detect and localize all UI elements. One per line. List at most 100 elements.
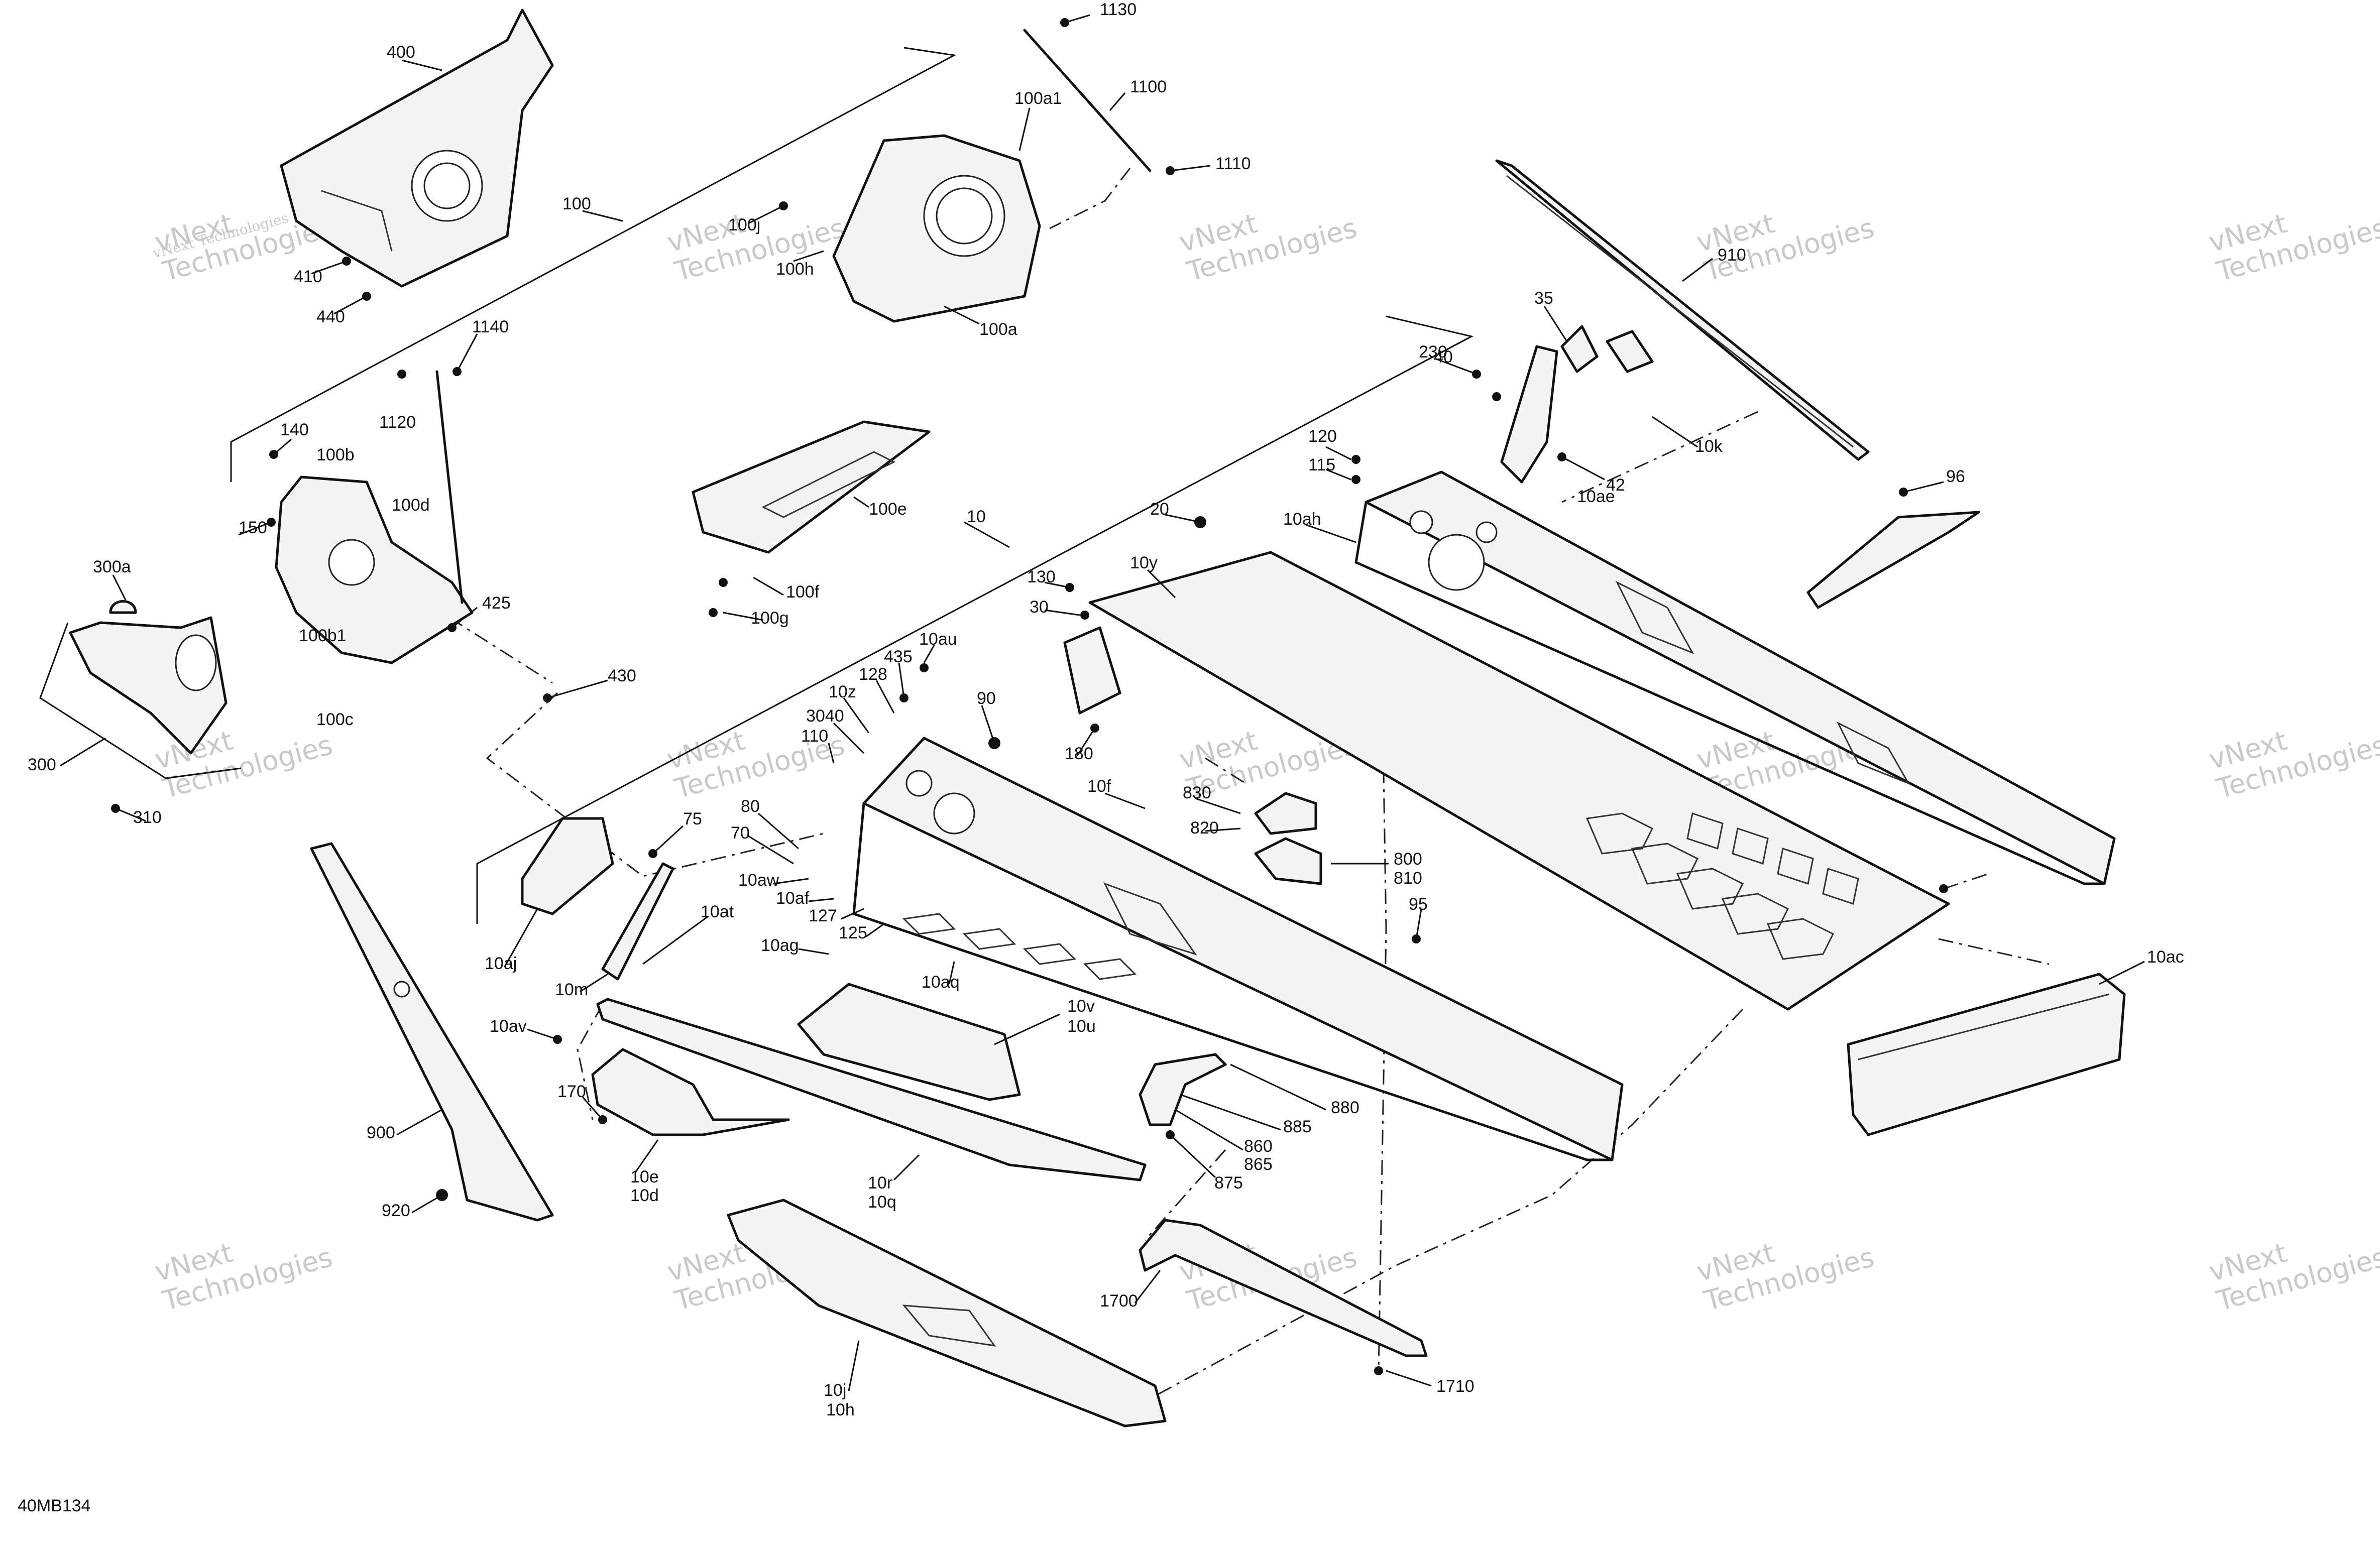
callout-10ah: 10ah <box>1283 510 1321 529</box>
callout-100b1: 100b1 <box>299 626 347 645</box>
callout-230: 230 <box>1419 342 1447 362</box>
frame-300 <box>39 622 242 779</box>
callout-3040: 3040 <box>806 706 844 726</box>
callout-1700: 1700 <box>1100 1291 1138 1311</box>
callout-90: 90 <box>977 689 996 708</box>
frame-100 <box>230 47 957 482</box>
callout-150: 150 <box>239 518 267 537</box>
callout-300: 300 <box>28 755 56 774</box>
callout-115: 115 <box>1308 455 1335 474</box>
callout-70: 70 <box>731 823 750 843</box>
callout-10k: 10k <box>1695 437 1723 456</box>
callout-10av: 10av <box>490 1017 527 1036</box>
steering-support-910 <box>1495 159 1870 461</box>
bumper-10r <box>596 998 1147 1181</box>
callout-430: 430 <box>608 666 636 685</box>
callout-1100: 1100 <box>1130 77 1167 96</box>
callout-860: 860 <box>1244 1137 1273 1156</box>
brackets-35-10k <box>1500 325 1980 609</box>
callout-440: 440 <box>316 307 345 326</box>
callout-180: 180 <box>1065 744 1093 763</box>
callout-300a: 300a <box>93 557 131 576</box>
callout-400: 400 <box>387 43 415 62</box>
callout-100f: 100f <box>786 582 820 602</box>
footrest-10e <box>591 1048 790 1136</box>
callout-10r: 10r <box>868 1173 892 1193</box>
brace-900 <box>310 842 554 1222</box>
callout-10j: 10j <box>824 1381 846 1400</box>
callout-10h: 10h <box>826 1400 855 1419</box>
callout-1710: 1710 <box>1436 1377 1475 1396</box>
callout-435: 435 <box>884 647 913 666</box>
callout-20: 20 <box>1150 500 1169 519</box>
bulkhead-400 <box>280 9 554 288</box>
panel-100e <box>692 420 931 554</box>
callout-10aj: 10aj <box>485 954 517 973</box>
callout-10: 10 <box>967 507 986 526</box>
callout-110: 110 <box>801 727 828 746</box>
callout-127: 127 <box>809 906 837 925</box>
callout-40: 40 <box>1434 347 1453 367</box>
callout-310: 310 <box>133 808 162 827</box>
fasteners <box>111 18 1948 1375</box>
callout-885: 885 <box>1283 1117 1312 1136</box>
bracket-10aj <box>521 817 674 981</box>
callout-1120: 1120 <box>379 413 416 432</box>
callout-10at: 10at <box>701 902 734 921</box>
callout-10d: 10d <box>630 1186 659 1205</box>
callout-10f: 10f <box>1087 777 1111 796</box>
bulkhead-100a <box>832 29 1152 323</box>
callout-100d: 100d <box>392 496 430 515</box>
bracket-10v <box>797 983 1021 1101</box>
callout-900: 900 <box>367 1123 395 1142</box>
callout-128: 128 <box>859 665 887 684</box>
callout-30: 30 <box>1030 598 1049 617</box>
callout-75: 75 <box>683 809 702 828</box>
lower-rail-10j <box>727 1199 1167 1428</box>
frame-10 <box>476 315 1474 924</box>
callout-100c: 100c <box>316 710 354 729</box>
bulkhead-100b <box>275 370 474 664</box>
callout-130: 130 <box>1027 567 1056 586</box>
callout-100h: 100h <box>776 260 814 279</box>
callout-820: 820 <box>1190 818 1219 838</box>
assembly-frame-lines <box>39 47 1474 924</box>
callout-10ae: 10ae <box>1577 487 1615 506</box>
callout-10ac: 10ac <box>2147 947 2184 967</box>
diagram-id: 40MB134 <box>18 1496 91 1515</box>
callout-10aw: 10aw <box>738 871 779 890</box>
callout-95: 95 <box>1409 895 1428 914</box>
callout-96: 96 <box>1946 467 1965 486</box>
callout-425: 425 <box>482 594 511 613</box>
callout-100a1: 100a1 <box>1014 89 1062 108</box>
callout-35: 35 <box>1534 289 1553 308</box>
callout-10aq: 10aq <box>922 973 960 992</box>
brackets-830-800 <box>1254 792 1322 885</box>
callout-10m: 10m <box>555 980 588 999</box>
side-frame-rail-right <box>1354 470 2116 885</box>
callout-1140: 1140 <box>472 317 509 336</box>
rail-1700 <box>1139 1219 1428 1357</box>
callout-100j: 100j <box>728 215 760 234</box>
callout-170: 170 <box>557 1082 586 1101</box>
callout-10z: 10z <box>829 682 856 701</box>
callout-800: 800 <box>1394 850 1422 869</box>
leader-lines <box>60 14 2145 1391</box>
callout-920: 920 <box>382 1201 410 1220</box>
bracket-880 <box>1139 1053 1227 1126</box>
callout-10y: 10y <box>1130 553 1158 572</box>
callout-1130: 1130 <box>1100 0 1137 19</box>
callout-875: 875 <box>1214 1173 1243 1193</box>
callout-10ag: 10ag <box>761 936 799 955</box>
callout-125: 125 <box>839 923 867 942</box>
callout-810: 810 <box>1394 869 1422 888</box>
callout-100g: 100g <box>751 609 789 628</box>
plate-10ac <box>1847 973 2126 1136</box>
callout-140: 140 <box>280 420 309 439</box>
side-frame-rail-left <box>852 737 1624 1161</box>
callout-830: 830 <box>1183 783 1211 802</box>
callout-100b: 100b <box>316 445 355 464</box>
callout-410: 410 <box>294 267 322 286</box>
callout-10v: 10v <box>1067 997 1095 1016</box>
